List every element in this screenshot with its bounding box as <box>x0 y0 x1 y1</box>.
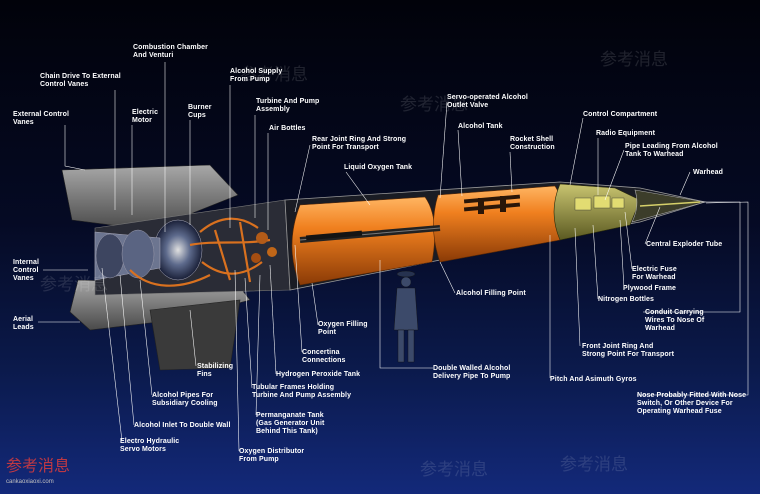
label-hydrogen-peroxide: Hydrogen Peroxide Tank <box>276 371 361 378</box>
turbine-assembly <box>251 232 277 263</box>
label-concertina: Concertina Connections <box>302 349 346 364</box>
leader-line <box>311 282 319 326</box>
watermark-text: 参考消息 <box>600 50 668 70</box>
label-alcohol-inlet: Alcohol Inlet To Double Wall <box>134 422 231 429</box>
leader-line <box>379 260 433 369</box>
watermark-text: 参考消息 <box>40 275 108 295</box>
label-servo-valve: Servo-operated Alcohol Outlet Valve <box>447 94 528 109</box>
leader-line <box>244 277 253 389</box>
label-combustion-chamber: Combustion Chamber And Venturi <box>133 44 208 59</box>
label-nose-fitted: Nose Probably Fitted With Nose Switch, O… <box>637 392 747 415</box>
watermark-text: 参考消息 <box>560 455 628 475</box>
label-alcohol-pipes: Alcohol Pipes For Subsidiary Cooling <box>152 392 218 407</box>
leader-line <box>604 149 625 201</box>
leader-line <box>624 211 633 270</box>
leader-line <box>189 309 197 367</box>
combustion-chamber <box>153 219 203 281</box>
label-conduit: Conduit Carrying Wires To Nose Of Warhea… <box>645 309 705 332</box>
label-aerial-leads: Aerial Leads <box>13 316 34 331</box>
label-liquid-oxygen: Liquid Oxygen Tank <box>344 164 413 171</box>
leader-line <box>637 201 749 396</box>
soldier-figure <box>393 270 419 363</box>
leader-line <box>679 171 691 196</box>
upper-fin <box>61 164 239 231</box>
leader-line <box>643 201 741 313</box>
label-warhead: Warhead <box>693 169 724 176</box>
label-double-walled: Double Walled Alcohol Delivery Pipe To P… <box>433 365 511 380</box>
label-central-exploder: Central Exploder Tube <box>646 241 723 248</box>
label-pipe-leading: Pipe Leading From Alcohol Tank To Warhea… <box>625 143 718 158</box>
leader-line <box>101 267 123 442</box>
leader-line <box>592 224 599 300</box>
label-external-vanes: External Control Vanes <box>13 111 70 126</box>
leader-line <box>139 279 153 396</box>
label-burner-cups: Burner Cups <box>188 104 212 119</box>
label-tubular-frames: Tubular Frames Holding Turbine And Pump … <box>252 384 352 399</box>
label-front-joint: Front Joint Ring And Strong Point For Tr… <box>582 343 675 358</box>
leader-line <box>64 125 86 171</box>
label-internal-vanes: Internal Control Vanes <box>13 259 40 282</box>
leader-line <box>619 219 625 289</box>
leader-line <box>439 101 448 199</box>
leader-line <box>294 144 311 213</box>
leader-line <box>269 264 277 375</box>
label-nitrogen-bottles: Nitrogen Bottles <box>598 296 655 303</box>
label-control-compartment: Control Compartment <box>583 111 658 118</box>
label-air-bottles: Air Bottles <box>269 125 306 132</box>
label-electro-hydraulic: Electro Hydraulic Servo Motors <box>120 438 180 453</box>
label-oxygen-distributor: Oxygen Distributor From Pump <box>239 448 305 463</box>
label-electric-motor: Electric Motor <box>132 109 159 124</box>
leader-line <box>234 269 240 452</box>
watermark-text: 参考消息 <box>400 95 468 115</box>
label-turbine-pump: Turbine And Pump Assembly <box>256 98 320 113</box>
warhead-cone <box>631 189 706 223</box>
label-pitch-gyros: Pitch And Asimuth Gyros <box>550 376 637 383</box>
servo-valve-detail <box>463 194 521 214</box>
leader-line <box>574 227 581 347</box>
leader-line <box>509 151 513 193</box>
leader-line <box>644 206 661 245</box>
leader-line <box>569 117 584 186</box>
bottom-fin <box>149 299 241 371</box>
label-plywood-frame: Plywood Frame <box>623 285 677 292</box>
radio-equipment <box>574 195 625 211</box>
label-stabilizing-fins: Stabilizing Fins <box>197 363 234 378</box>
label-alcohol-supply: Alcohol Supply From Pump <box>230 68 283 83</box>
label-alcohol-filling: Alcohol Filling Point <box>456 290 526 297</box>
label-rocket-shell: Rocket Shell Construction <box>510 136 555 151</box>
liquid-oxygen-tank <box>291 196 436 286</box>
leader-line <box>439 261 456 294</box>
label-oxygen-filling: Oxygen Filling Point <box>318 321 368 336</box>
label-alcohol-tank: Alcohol Tank <box>458 123 503 130</box>
exploder-tube <box>639 201 701 207</box>
watermark-logo: 参考消息 <box>6 456 71 475</box>
label-permanganate: Permanganate Tank (Gas Generator Unit Be… <box>256 412 325 435</box>
leader-line <box>119 274 135 426</box>
leader-line <box>457 129 463 197</box>
label-rear-joint: Rear Joint Ring And Strong Point For Tra… <box>312 136 407 151</box>
label-electric-fuse: Electric Fuse For Warhead <box>632 266 677 281</box>
label-chain-drive: Chain Drive To External Control Vanes <box>40 73 121 88</box>
leader-line <box>294 244 303 353</box>
leader-line <box>255 274 261 416</box>
label-radio-equipment: Radio Equipment <box>596 130 656 137</box>
watermark-text: 参考消息 <box>240 65 308 85</box>
watermark-text: 参考消息 <box>420 460 488 480</box>
leader-lines <box>38 62 749 452</box>
watermark-site: cankaoxiaoxi.com <box>6 479 54 485</box>
leader-line <box>345 171 371 206</box>
